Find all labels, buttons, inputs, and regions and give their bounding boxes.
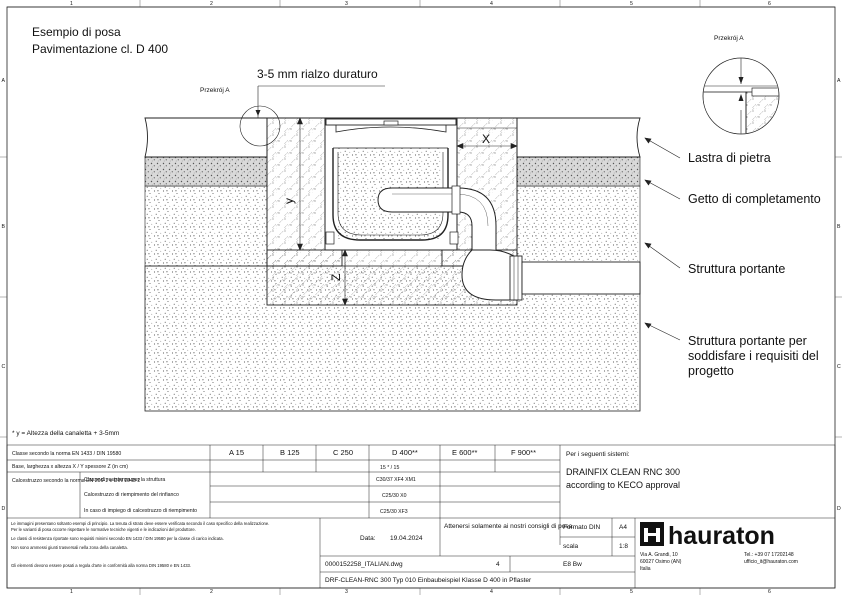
attention-note: Attenersi solamente ai nostri consigli d… [444, 523, 574, 530]
cell-d400-dimensions: 15 * / 15 [380, 465, 399, 471]
row-marker-b: B [2, 224, 6, 230]
dimension-y [297, 117, 325, 251]
row-fill-label: Calcestruzzo di riempimento del rinfianc… [84, 492, 179, 498]
col-marker-1-bottom: 1 [70, 589, 73, 595]
row-optional-label: In caso di impiego di calcestruzzo di ri… [84, 508, 197, 514]
callout-stone-slab: Lastra di pietra [688, 151, 771, 165]
col-marker-3-bottom: 3 [345, 589, 348, 595]
company-address-2: 60027 Osimo (AN) [640, 559, 682, 565]
col-marker-2: 2 [210, 1, 213, 7]
stone-slab-left [144, 117, 268, 158]
callout-bedding: Getto di completamento [688, 192, 821, 206]
class-header: Classe secondo la norma EN 1433 / DIN 19… [12, 451, 121, 457]
cell-d400-optional: C25/30 XF3 [380, 509, 408, 515]
company-phone: Tel.: +39 07 17202148 [744, 552, 794, 558]
load-bearing-right [516, 185, 641, 267]
class-f900: F 900** [511, 448, 536, 457]
outlet-pipe [521, 261, 641, 295]
col-marker-5-bottom: 5 [630, 589, 633, 595]
page-number: 4 [496, 561, 500, 568]
cell-d400-strength: C30/37 XF4 XM1 [376, 477, 416, 483]
bedding-right [516, 156, 641, 187]
company-address-1: Via A. Grandi, 10 [640, 552, 678, 558]
systems-header: Per i seguenti sistemi: [566, 451, 630, 458]
company-address-3: Italia [640, 566, 651, 572]
callout-project-base-3: progetto [688, 364, 734, 378]
title-line-1: Esempio di posa [32, 25, 121, 39]
callout-load-bearing: Struttura portante [688, 262, 785, 276]
row-marker-a-right: A [837, 78, 841, 84]
pipe-socket [509, 255, 523, 301]
section-label-right: Przekrój A [714, 35, 744, 42]
section-detail: Przekrój A [702, 35, 780, 135]
col-marker-5: 5 [630, 1, 633, 7]
outlet-pipe-bend [461, 249, 518, 301]
systems-product: DRAINFIX CLEAN RNC 300 [566, 467, 680, 477]
format-label: Formato DIN [563, 524, 601, 531]
callout-project-base-2: soddisfare i requisiti del [688, 349, 819, 363]
file-name: 0000152258_ITALIAN.dwg [325, 561, 403, 568]
bedding-left [144, 156, 268, 187]
note-5: Gli elementi devono essere posati a rego… [11, 563, 191, 568]
scale-value: 1:8 [619, 543, 628, 550]
dimension-y-label: y [282, 198, 296, 204]
class-b125: B 125 [280, 448, 300, 457]
callout-project-base-1: Struttura portante per [688, 334, 807, 348]
section-marker [239, 105, 281, 147]
date-label: Data: [360, 535, 376, 542]
class-e600: E 600** [452, 448, 478, 457]
outlet-elbow [377, 187, 497, 263]
col-marker-2-bottom: 2 [210, 589, 213, 595]
col-marker-6-bottom: 6 [768, 589, 771, 595]
edition: E8 Bw [563, 561, 582, 568]
cell-d400-fill: C25/30 X0 [382, 493, 407, 499]
section-label-left: Przekrój A [200, 87, 230, 94]
note-4: Non sono ammessi giunti trasversali nell… [11, 545, 128, 550]
row-marker-d-right: D [837, 506, 841, 512]
company-name: hauraton [668, 522, 775, 550]
footnote: * y = Altezza della canaletta + 3-5mm [12, 430, 119, 437]
class-a15: A 15 [229, 448, 244, 457]
row-marker-d: D [2, 506, 6, 512]
dimension-x [456, 127, 518, 149]
row-strength-label: Classe di resistenza per la struttura [84, 477, 165, 483]
class-c250: C 250 [333, 448, 353, 457]
row-concrete-standard: Calcestruzzo secondo la norma EN 206-1 e… [12, 478, 140, 484]
row-marker-c: C [2, 364, 6, 370]
dimension-z-label: Z [329, 274, 343, 281]
row-marker-a: A [2, 78, 6, 84]
cross-section: X y Z 3-5 mm rialzo duraturo Przekrój A [144, 67, 641, 412]
grating-lock [383, 120, 399, 126]
date-value: 19.04.2024 [390, 535, 423, 542]
row-dimensions-label: Base, larghezza x altezza X / Y spessore… [12, 464, 128, 470]
drawing-caption: DRF-CLEAN-RNC 300 Typ 010 Einbaubeispiel… [325, 577, 532, 584]
scale-label: scala [563, 543, 579, 550]
col-marker-4: 4 [490, 1, 493, 7]
row-marker-b-right: B [837, 224, 841, 230]
col-marker-1: 1 [70, 1, 73, 7]
title-block [6, 444, 836, 589]
col-marker-6: 6 [768, 1, 771, 7]
riser-note: 3-5 mm rialzo duraturo [257, 67, 378, 81]
systems-approval: according to KECO approval [566, 480, 680, 490]
hauraton-logo: hauraton [640, 522, 775, 550]
title-line-2: Pavimentazione cl. D 400 [32, 42, 168, 56]
class-d400: D 400** [392, 448, 418, 457]
col-marker-4-bottom: 4 [490, 589, 493, 595]
callout-leaders [644, 137, 681, 341]
stone-slab-right [516, 117, 641, 158]
dimension-x-label: X [482, 132, 490, 146]
row-marker-c-right: C [837, 364, 841, 370]
load-bearing-left [144, 185, 268, 267]
col-marker-3: 3 [345, 1, 348, 7]
note-1: Le immagini presentano soltanto esempi d… [11, 521, 269, 526]
note-2: Per le varianti di posa occorre rispetta… [11, 527, 196, 532]
format-value: A4 [619, 524, 627, 531]
note-3: Le classi di resistenza riportate sono r… [11, 536, 224, 541]
company-email: ufficio_it@hauraton.com [744, 559, 798, 565]
dimension-z [342, 249, 348, 306]
